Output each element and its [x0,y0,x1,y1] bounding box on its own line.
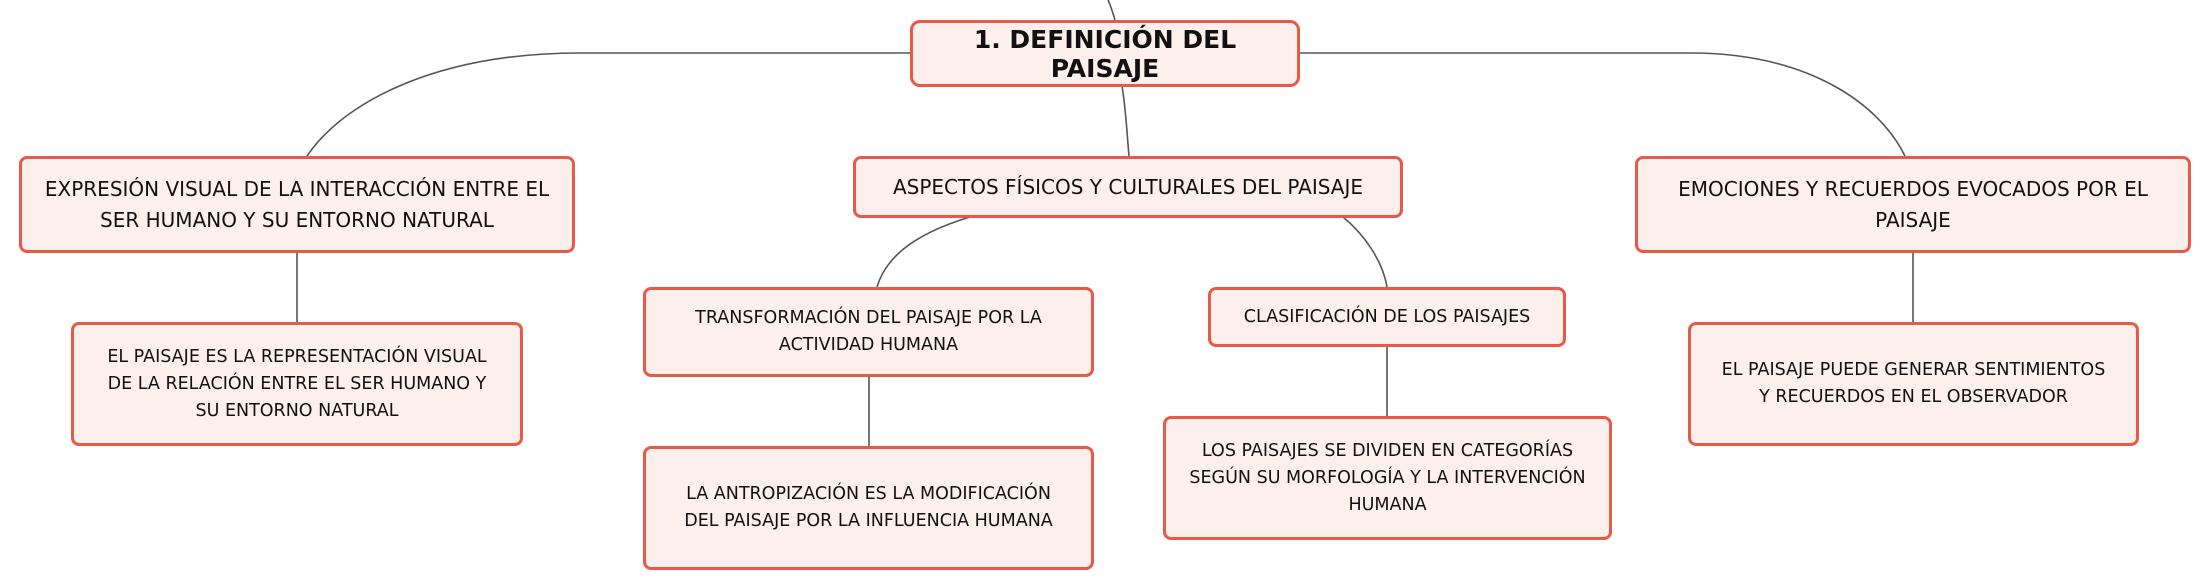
subtopic-clasificacion-label: CLASIFICACIÓN DE LOS PAISAJES [1243,306,1531,327]
subtopic-representacion-visual[interactable]: EL PAISAJE ES LA REPRESENTACIÓN VISUAL D… [71,322,523,446]
connector-root-topic-left [306,52,910,157]
detail-antropizacion-label: LA ANTROPIZACIÓN ES LA MODIFICACIÓN DEL … [684,484,1053,531]
connector-center-to-transformacion [876,216,971,288]
subtopic-transformacion[interactable]: TRANSFORMACIÓN DEL PAISAJE POR LA ACTIVI… [643,287,1094,377]
subtopic-representacion-visual-label: EL PAISAJE ES LA REPRESENTACIÓN VISUAL D… [107,346,487,421]
subtopic-sentimientos-label: EL PAISAJE PUEDE GENERAR SENTIMIENTOS Y … [1721,360,2106,407]
topic-expresion-visual[interactable]: EXPRESIÓN VISUAL DE LA INTERACCIÓN ENTRE… [19,156,575,253]
topic-emociones-label: EMOCIONES Y RECUERDOS EVOCADOS POR EL PA… [1678,176,2148,232]
detail-antropizacion[interactable]: LA ANTROPIZACIÓN ES LA MODIFICACIÓN DEL … [643,446,1094,570]
subtopic-clasificacion[interactable]: CLASIFICACIÓN DE LOS PAISAJES [1208,287,1566,347]
topic-aspectos-fisicos-label: ASPECTOS FÍSICOS Y CULTURALES DEL PAISAJ… [892,174,1363,199]
connector-root-topic-right [1299,52,1906,157]
detail-categorias[interactable]: LOS PAISAJES SE DIVIDEN EN CATEGORÍAS SE… [1163,416,1612,540]
topic-expresion-visual-label: EXPRESIÓN VISUAL DE LA INTERACCIÓN ENTRE… [44,176,550,232]
topic-aspectos-fisicos[interactable]: ASPECTOS FÍSICOS Y CULTURALES DEL PAISAJ… [853,156,1403,218]
subtopic-transformacion-label: TRANSFORMACIÓN DEL PAISAJE POR LA ACTIVI… [695,308,1042,355]
connector-root-topic-center [1121,85,1130,157]
connector-root-up [1107,0,1116,21]
root-node[interactable]: 1. DEFINICIÓN DEL PAISAJE [910,20,1300,87]
topic-emociones[interactable]: EMOCIONES Y RECUERDOS EVOCADOS POR EL PA… [1635,156,2191,253]
detail-categorias-label: LOS PAISAJES SE DIVIDEN EN CATEGORÍAS SE… [1189,440,1586,515]
connector-center-to-clasificacion [1342,216,1388,288]
root-node-label: 1. DEFINICIÓN DEL PAISAJE [973,24,1237,83]
subtopic-sentimientos[interactable]: EL PAISAJE PUEDE GENERAR SENTIMIENTOS Y … [1688,322,2139,446]
